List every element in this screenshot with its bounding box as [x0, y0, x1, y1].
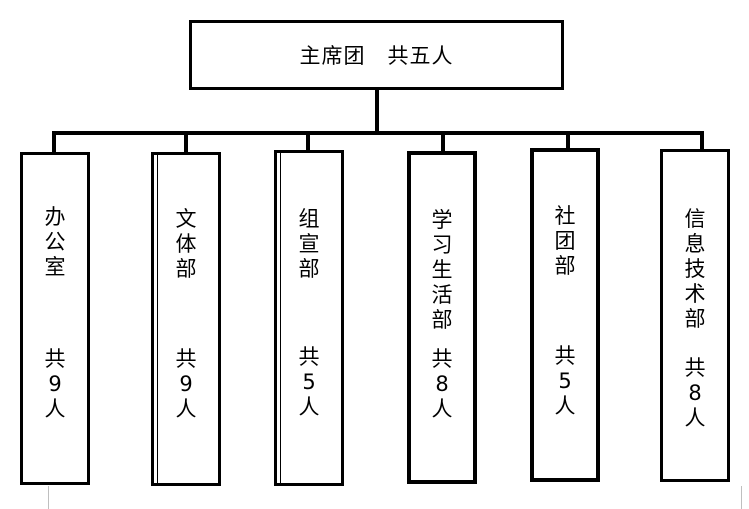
trunk-line	[375, 90, 379, 134]
root-count: 共五人	[387, 44, 454, 68]
dept-name-char: 团	[554, 229, 576, 253]
dept-count-char: 共	[44, 347, 66, 371]
dept-name-char: 信	[684, 207, 706, 231]
dept-count-char: 共	[175, 347, 197, 371]
dept-count-char: 共	[554, 344, 576, 368]
dept-count-char: 人	[44, 397, 66, 421]
dept-count-char: 5	[558, 369, 572, 393]
dept-count-char: 共	[298, 345, 320, 369]
dept-count-char: 9	[179, 372, 193, 396]
dept-count: 共 8 人	[663, 356, 727, 431]
dept-name-char: 息	[684, 232, 706, 256]
dept-name-char: 公	[44, 230, 66, 254]
dept-name-char: 组	[298, 207, 320, 231]
dept-name-char: 术	[684, 282, 706, 306]
dept-count-char: 人	[298, 395, 320, 419]
dept-count-char: 共	[684, 356, 706, 380]
dept-node-information-technology: 信 息 技 术 部 共 8 人	[660, 149, 730, 482]
dept-name-char: 活	[431, 283, 453, 307]
dept-count: 共 5 人	[534, 344, 596, 419]
branch-line-1	[52, 131, 56, 153]
dept-name: 社 团 部	[534, 204, 596, 279]
dept-name-char: 部	[431, 308, 453, 332]
dept-count: 共 9 人	[154, 347, 218, 422]
dept-count-char: 人	[684, 406, 706, 430]
dept-name-char: 文	[175, 207, 197, 231]
dept-name-char: 室	[44, 255, 66, 279]
page-corner-mark	[741, 486, 742, 509]
dept-name-char: 办	[44, 205, 66, 229]
dept-name-char: 部	[298, 257, 320, 281]
dept-count-char: 8	[688, 381, 702, 405]
dept-name-char: 习	[431, 233, 453, 257]
dept-name-char: 生	[431, 258, 453, 282]
branch-line-4	[441, 131, 445, 153]
dept-node-study-life: 学 习 生 活 部 共 8 人	[407, 151, 477, 484]
dept-name-char: 社	[554, 204, 576, 228]
branch-line-6	[700, 131, 704, 153]
dept-count: 共 8 人	[411, 347, 473, 422]
dept-count-char: 5	[302, 370, 316, 394]
dept-name: 文 体 部	[154, 207, 218, 282]
dept-count-char: 人	[554, 394, 576, 418]
horizontal-bus	[52, 131, 704, 135]
dept-node-office: 办 公 室 共 9 人	[20, 152, 90, 485]
dept-name: 学 习 生 活 部	[411, 208, 473, 333]
root-node: 主席团 共五人	[189, 20, 564, 90]
dept-name-char: 技	[684, 257, 706, 281]
dept-name-char: 部	[554, 254, 576, 278]
dept-count: 共 9 人	[23, 347, 87, 422]
dept-name: 信 息 技 术 部	[663, 207, 727, 332]
page-corner-mark	[48, 486, 49, 509]
dept-node-clubs: 社 团 部 共 5 人	[530, 148, 600, 482]
dept-count: 共 5 人	[277, 345, 341, 420]
branch-line-3	[306, 131, 310, 153]
dept-name-char: 部	[175, 257, 197, 281]
dept-count-char: 人	[431, 397, 453, 421]
dept-name: 组 宣 部	[277, 207, 341, 282]
dept-count-char: 共	[431, 347, 453, 371]
dept-node-arts-sports: 文 体 部 共 9 人	[151, 152, 221, 486]
dept-count-char: 9	[48, 372, 62, 396]
dept-count-char: 8	[435, 372, 449, 396]
root-title: 主席团	[299, 44, 366, 68]
dept-name-char: 宣	[298, 232, 320, 256]
dept-name-char: 学	[431, 208, 453, 232]
dept-name-char: 体	[175, 232, 197, 256]
branch-line-2	[184, 131, 188, 153]
dept-name: 办 公 室	[23, 205, 87, 280]
dept-name-char: 部	[684, 307, 706, 331]
branch-line-5	[566, 131, 570, 153]
dept-node-organization-publicity: 组 宣 部 共 5 人	[274, 150, 344, 486]
dept-count-char: 人	[175, 397, 197, 421]
